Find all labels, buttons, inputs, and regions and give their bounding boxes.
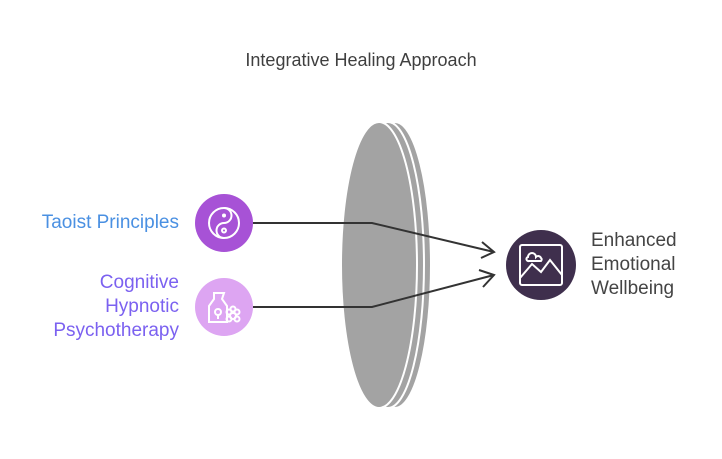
arrowhead-lower: [478, 269, 496, 288]
label-line: Taoist Principles: [41, 212, 179, 233]
label-line: Hypnotic: [105, 296, 179, 317]
arrowhead-upper: [480, 241, 496, 259]
yin-yang-icon: [208, 207, 240, 239]
lens: [340, 121, 432, 409]
output-label-enhanced-emotional-wellbeing: Enhanced Emotional Wellbeing: [591, 229, 677, 301]
input-label-cognitive-hypnotic-psychotherapy: Cognitive Hypnotic Psychotherapy: [53, 271, 179, 343]
diagram-title: Integrative Healing Approach: [245, 50, 477, 70]
label-line: Cognitive: [99, 272, 179, 293]
connector-lines: [253, 222, 496, 308]
node-taoist-principles: [195, 194, 253, 252]
landscape-picture-icon: [519, 244, 563, 286]
connector-taoist: [253, 222, 495, 253]
label-line: Psychotherapy: [53, 320, 179, 341]
node-cognitive-hypnotic-psychotherapy: [195, 278, 253, 336]
aromatherapy-icon: [208, 292, 241, 323]
label-line: Enhanced: [591, 230, 677, 251]
node-enhanced-emotional-wellbeing: [506, 230, 576, 300]
connector-cognitive: [253, 274, 495, 308]
input-label-taoist-principles: Taoist Principles: [42, 211, 179, 235]
label-line: Wellbeing: [591, 278, 675, 299]
label-line: Emotional: [591, 254, 676, 275]
